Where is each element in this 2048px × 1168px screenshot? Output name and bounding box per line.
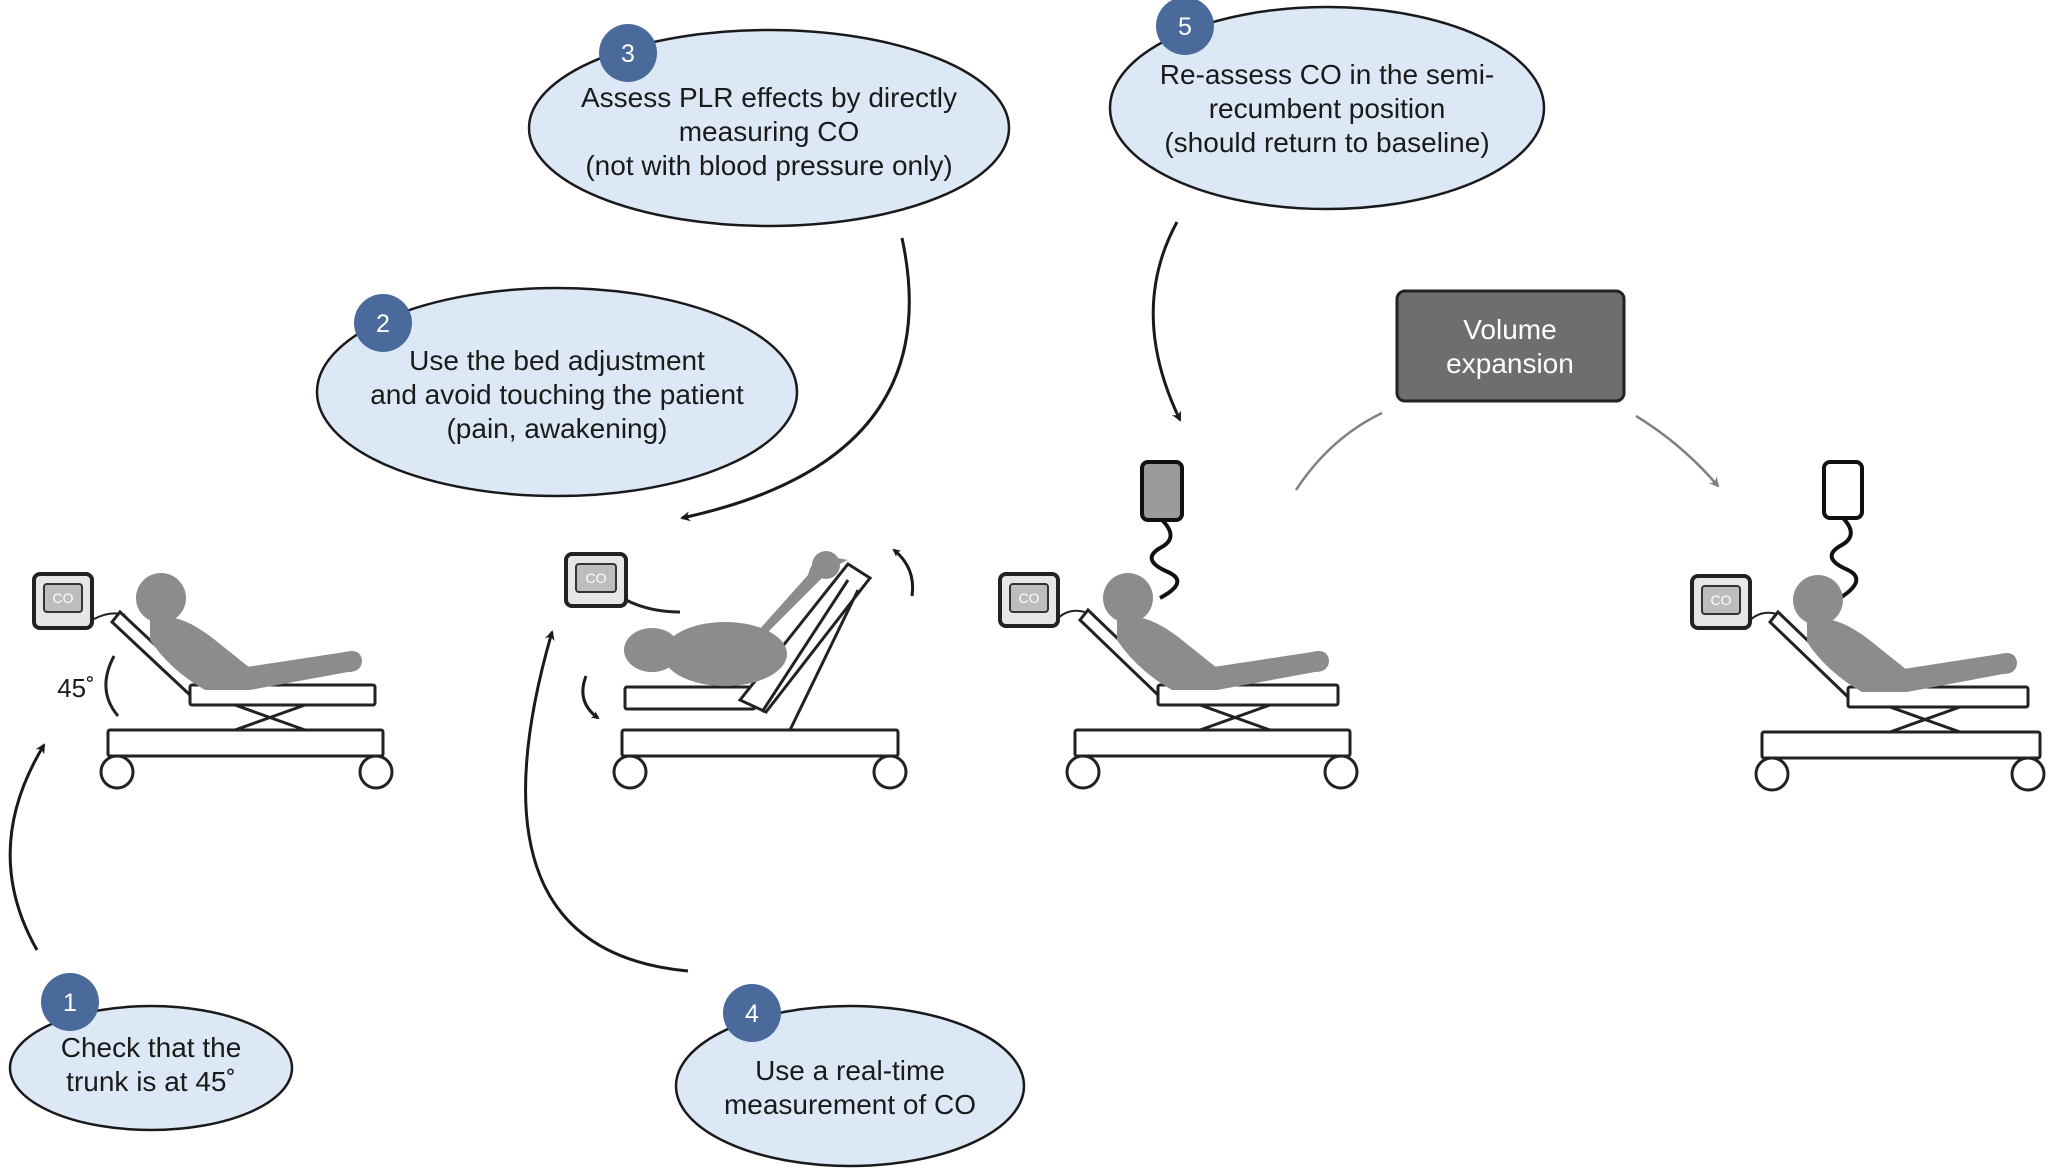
patient-1: [136, 573, 362, 690]
co-monitor-2: CO: [564, 552, 628, 608]
volume-expansion-box: Volume expansion: [1395, 289, 1626, 403]
step-4-number: 4: [745, 1000, 759, 1028]
gray-arrow-to-box: [1294, 411, 1383, 491]
step-3-line-1: Assess PLR effects by directly: [581, 82, 957, 113]
step-1-line-1: Check that the: [61, 1032, 242, 1063]
arrow-step-4: [524, 630, 689, 973]
arrow-step-5: [1151, 221, 1182, 422]
step-2-number: 2: [376, 310, 390, 338]
co-monitor-1: CO: [32, 572, 94, 630]
fluid-bag-1: [1140, 460, 1184, 600]
bed-3: [1065, 607, 1359, 790]
step-3-bubble: Assess PLR effects by directly measuring…: [527, 24, 1011, 228]
co-monitor-4: CO: [1690, 574, 1752, 630]
patient-4: [1793, 575, 2017, 692]
arrow-step-1: [8, 743, 46, 951]
bed-up-arrow: [892, 548, 915, 597]
step-3-line-2: measuring CO: [679, 116, 860, 147]
bed-1: [99, 609, 394, 790]
step-5-line-1: Re-assess CO in the semi-: [1160, 59, 1495, 90]
patient-3: [1103, 573, 1329, 690]
step-5-line-3: (should return to baseline): [1164, 127, 1489, 158]
step-2-line-2: and avoid touching the patient: [370, 379, 744, 410]
volume-box-line-2: expansion: [1446, 348, 1574, 379]
scene-baseline: CO 45˚: [32, 572, 394, 790]
step-3-number: 3: [621, 40, 635, 68]
step-5-bubble: Re-assess CO in the semi- recumbent posi…: [1108, 0, 1546, 211]
step-1-bubble: Check that the trunk is at 45˚ 1: [8, 973, 294, 1132]
co-monitor-3: CO: [998, 572, 1060, 628]
step-1-number: 1: [63, 989, 77, 1017]
scene-plr: CO: [564, 548, 915, 790]
patient-2: [624, 551, 848, 686]
step-5-number: 5: [1178, 13, 1192, 41]
angle-label: 45˚: [57, 673, 95, 703]
step-2-line-3: (pain, awakening): [446, 413, 667, 444]
arrow-step-3: [680, 237, 911, 522]
step-5-line-2: recumbent position: [1209, 93, 1446, 124]
scene-volume-expansion: CO: [1690, 460, 2046, 792]
bed-2: [612, 562, 908, 790]
bed-down-arrow: [581, 675, 600, 720]
step-1-line-2: trunk is at 45˚: [66, 1066, 236, 1097]
co-monitor-label: CO: [53, 590, 74, 606]
co-monitor-label: CO: [1711, 592, 1732, 608]
scene-return: CO: [998, 460, 1359, 790]
bed-4: [1754, 609, 2046, 792]
volume-box-line-1: Volume: [1463, 314, 1556, 345]
co-monitor-label: CO: [1019, 590, 1040, 606]
step-4-line-1: Use a real-time: [755, 1055, 945, 1086]
angle-arc: [104, 655, 120, 717]
step-3-line-3: (not with blood pressure only): [585, 150, 952, 181]
step-4-bubble: Use a real-time measurement of CO 4: [674, 984, 1026, 1168]
fluid-bag-2: [1822, 460, 1864, 600]
step-2-bubble: Use the bed adjustment and avoid touchin…: [315, 286, 799, 498]
step-2-line-1: Use the bed adjustment: [409, 345, 705, 376]
gray-arrow-from-box: [1635, 414, 1720, 488]
step-4-line-2: measurement of CO: [724, 1089, 976, 1120]
co-monitor-label: CO: [586, 570, 607, 586]
